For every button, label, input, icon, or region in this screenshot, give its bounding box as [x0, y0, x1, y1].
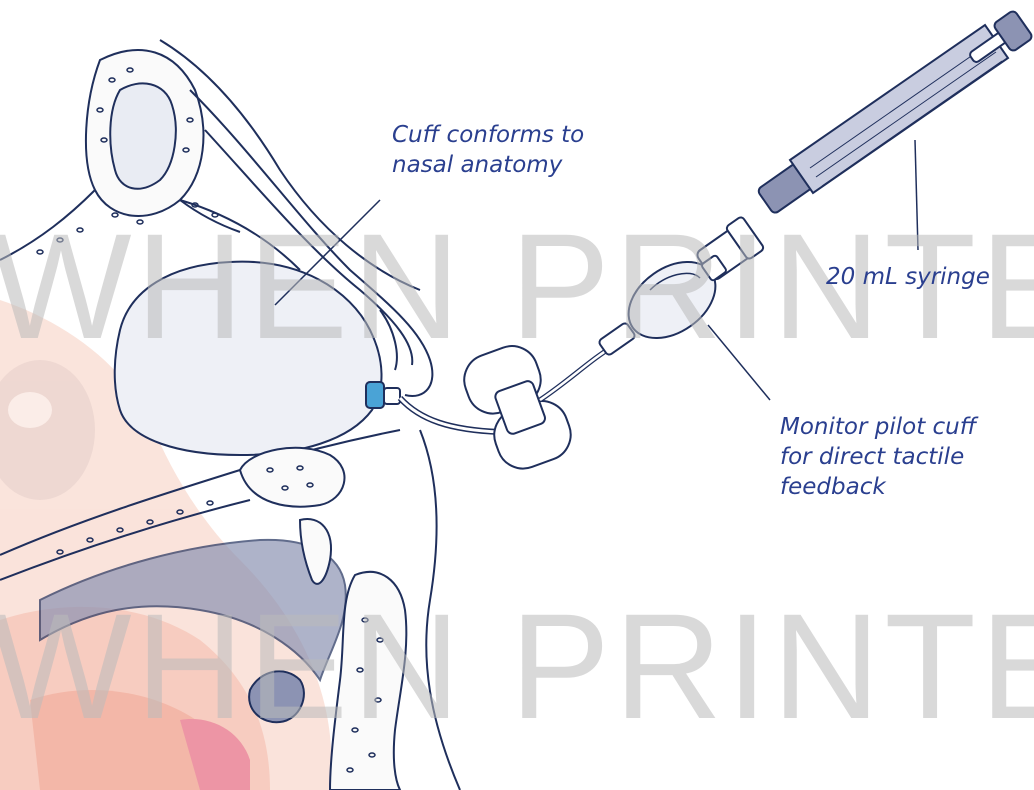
cuff-collar: [366, 382, 384, 408]
leader-syringe: [915, 140, 918, 250]
neck-outline: [420, 430, 460, 790]
label-syringe: 20 mL syringe: [826, 262, 990, 292]
inflated-cuff: [115, 262, 382, 455]
label-cuff-conforms: Cuff conforms to nasal anatomy: [392, 120, 584, 180]
flange-device: [457, 339, 578, 476]
frontal-sinus: [0, 40, 420, 290]
leader-pilot: [708, 325, 770, 400]
syringe: [757, 10, 1034, 215]
cuff-connector: [384, 388, 400, 404]
label-pilot-cuff: Monitor pilot cuff for direct tactile fe…: [780, 412, 976, 502]
syringe-valve: [695, 216, 765, 282]
epiglottis: [249, 671, 304, 722]
